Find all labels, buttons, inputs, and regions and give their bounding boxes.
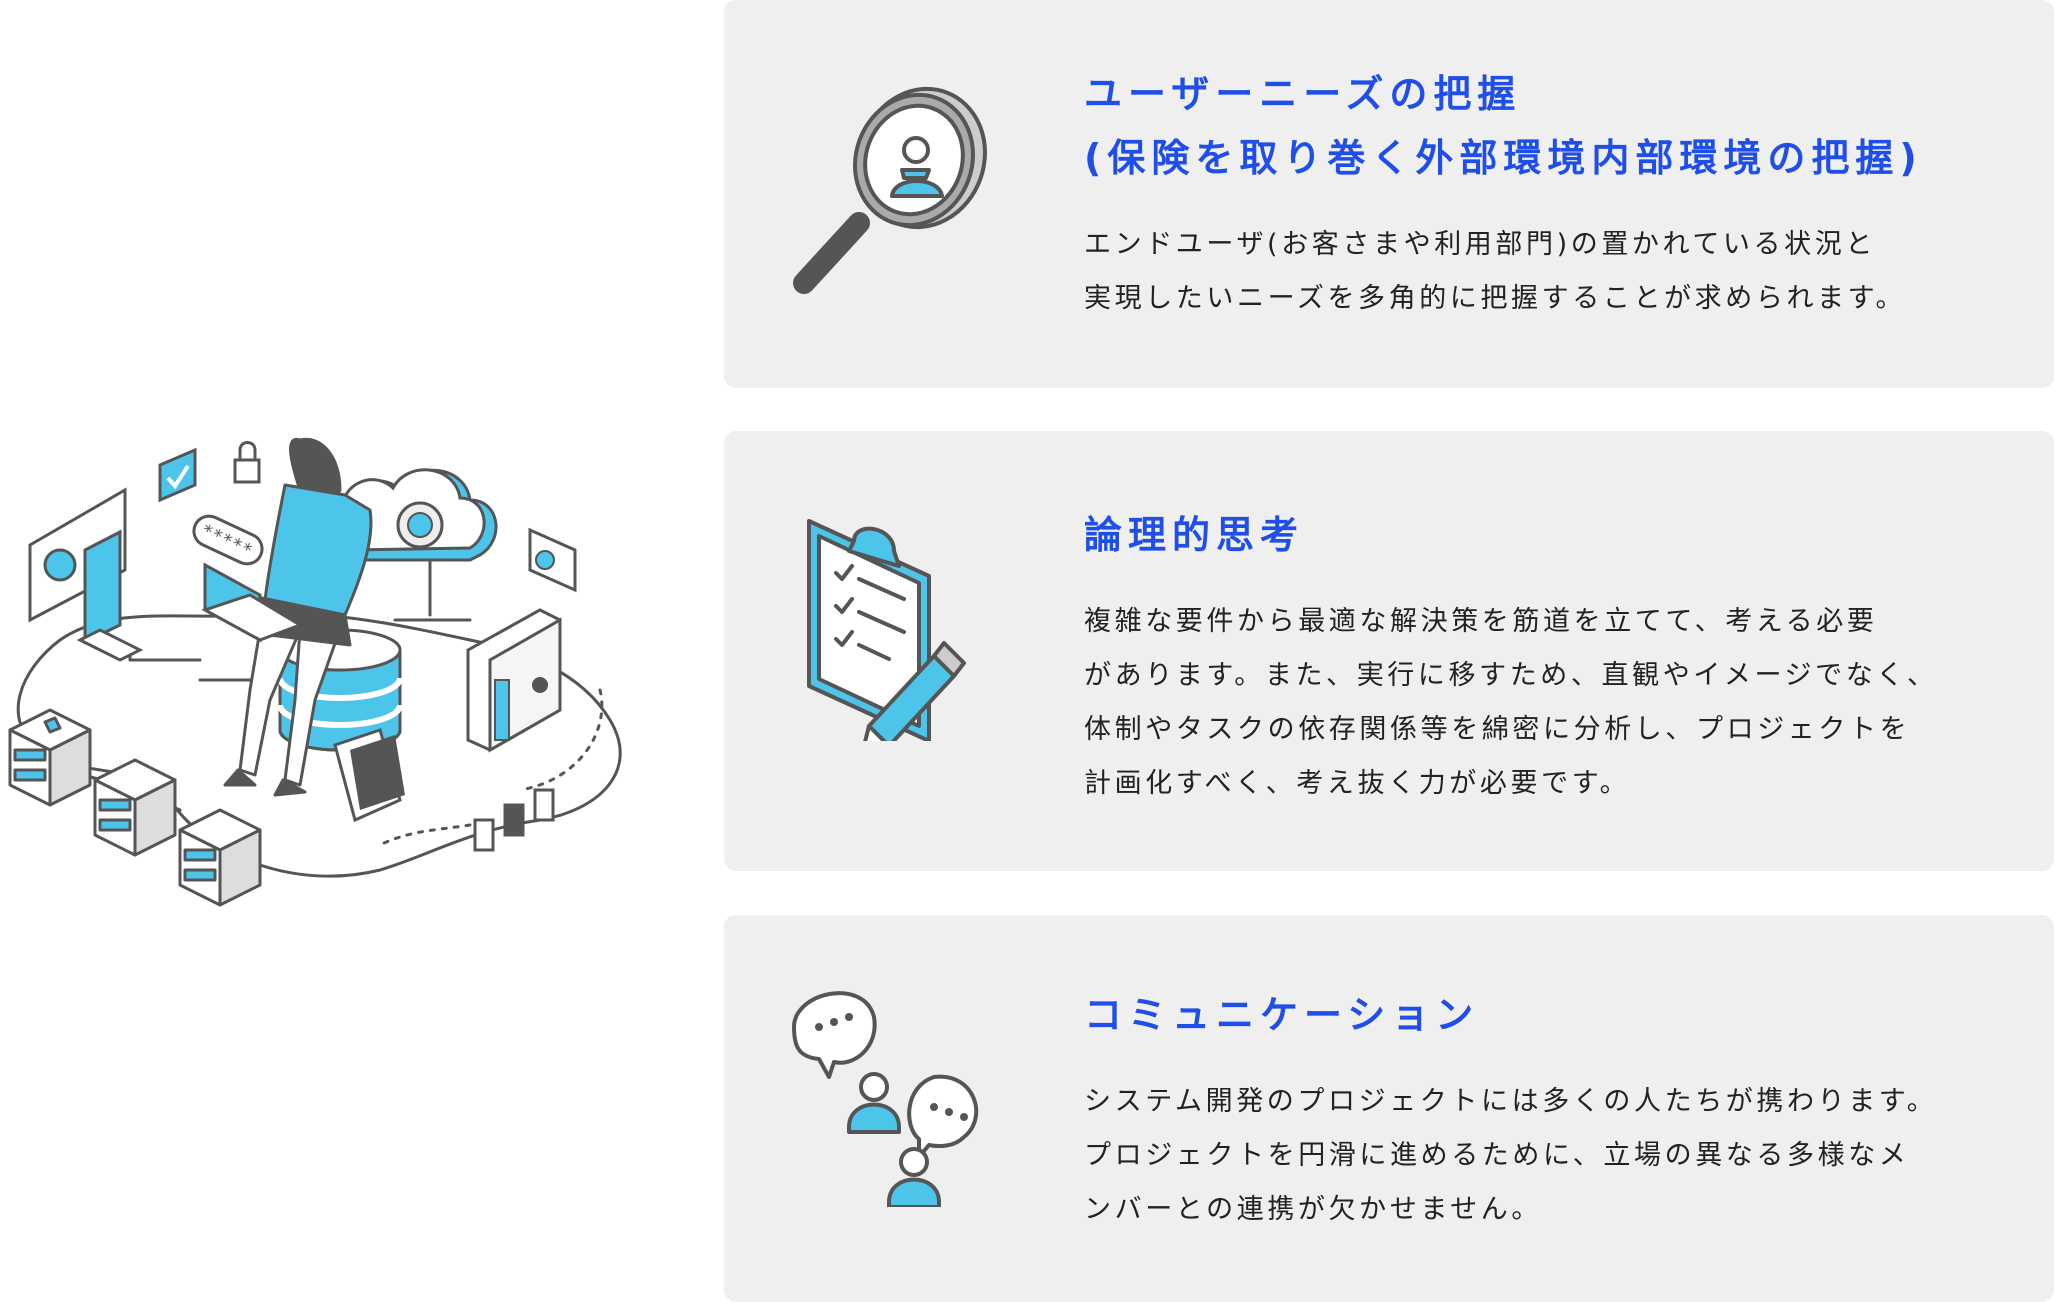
storage-box-icon [8, 708, 92, 807]
card-title: ユーザーニーズの把握 (保険を取り巻く外部環境内部環境の把握) [1084, 62, 2004, 190]
storage-box-icon [178, 808, 262, 907]
card-body: 複雑な要件から最適な解決策を筋道を立てて、考える必要 があります。また、実行に移… [1084, 595, 2004, 811]
card-title-line: (保険を取り巻く外部環境内部環境の把握) [1084, 136, 1923, 180]
hero-illustration: ***** [0, 400, 640, 920]
card-title-line: コミュニケーション [1084, 993, 1480, 1037]
card-logical-thinking: 論理的思考 複雑な要件から最適な解決策を筋道を立てて、考える必要 があります。ま… [724, 431, 2054, 871]
card-title: 論理的思考 [1084, 503, 2004, 567]
card-body-line: エンドユーザ(お客さまや利用部門)の置かれている状況と [1084, 229, 1876, 260]
chat-people-icon [774, 977, 1004, 1207]
lock-icon [233, 441, 261, 484]
document-cards-icon [473, 788, 555, 852]
card-body-line: 体制やタスクの依存関係等を綿密に分析し、プロジェクトを [1084, 714, 1911, 745]
card-body-line: があります。また、実行に移すため、直観やイメージでなく、 [1084, 660, 1938, 691]
card-body-line: 実現したいニーズを多角的に把握することが求められます。 [1084, 283, 1907, 314]
card-body-line: プロジェクトを円滑に進めるために、立場の異なる多様なメ [1084, 1140, 1910, 1171]
card-title-line: ユーザーニーズの把握 [1084, 72, 1522, 116]
magnifier-user-icon [774, 78, 1004, 308]
check-badge-icon [158, 447, 197, 503]
card-title: コミュニケーション [1084, 983, 2004, 1047]
folder-icon [333, 728, 405, 823]
laptop-icon [201, 562, 304, 643]
card-body-line: 複雑な要件から最適な解決策を筋道を立てて、考える必要 [1084, 606, 1878, 637]
card-title-line: 論理的思考 [1084, 513, 1305, 557]
card-user-needs: ユーザーニーズの把握 (保険を取り巻く外部環境内部環境の把握) エンドユーザ(お… [724, 0, 2054, 388]
clipboard-checklist-pencil-icon [774, 511, 1004, 741]
chart-card-icon [528, 527, 577, 593]
password-bubble-icon: ***** [192, 514, 264, 566]
card-body: エンドユーザ(お客さまや利用部門)の置かれている状況と 実現したいニーズを多角的… [1084, 218, 2004, 326]
card-body-line: 計画化すべく、考え抜く力が必要です。 [1084, 768, 1631, 799]
server-rack-icon [466, 608, 562, 753]
card-body-line: システム開発のプロジェクトには多くの人たちが携わります。 [1084, 1086, 1938, 1117]
monitor-icon [28, 487, 144, 662]
card-communication: コミュニケーション システム開発のプロジェクトには多くの人たちが携わります。 プ… [724, 915, 2054, 1302]
card-body: システム開発のプロジェクトには多くの人たちが携わります。 プロジェクトを円滑に進… [1084, 1075, 2004, 1237]
card-body-line: ンバーとの連携が欠かせません。 [1084, 1194, 1542, 1225]
woman-figure [223, 437, 373, 797]
storage-box-icon [93, 758, 177, 857]
